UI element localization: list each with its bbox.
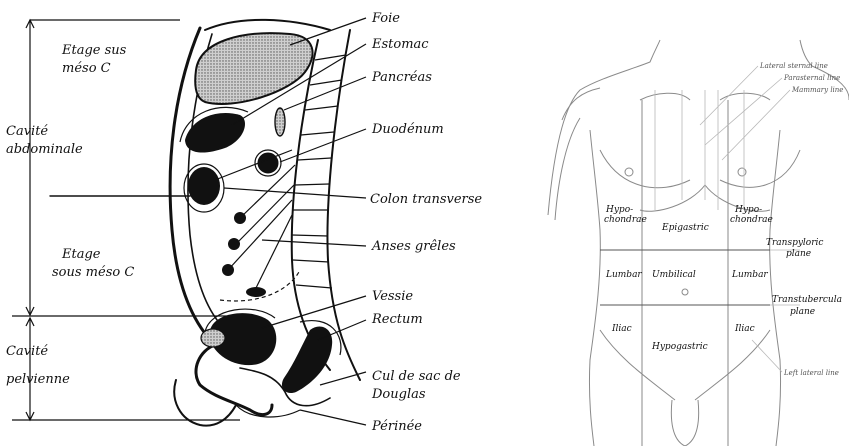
label-lumbar-left: Lumbar <box>605 270 642 280</box>
torso-left-side <box>589 130 600 446</box>
nipple-left <box>625 168 633 176</box>
abdominal-regions-drawing: Lateral sternal line Parasternal line Ma… <box>548 40 849 446</box>
label-hypochondrae-right-2: chondrae <box>730 215 773 225</box>
label-cavite-abdominale-2: abdominale <box>6 142 83 157</box>
transverse-colon <box>188 167 220 205</box>
label-cul-de-sac-2: Douglas <box>371 387 426 402</box>
diaphragm <box>205 20 330 30</box>
external-genitalia <box>174 380 236 426</box>
label-transpyloric-1: Transpyloric <box>766 238 823 248</box>
label-iliac-left: Iliac <box>611 324 632 334</box>
umbilicus <box>682 289 688 295</box>
label-pancreas: Pancréas <box>371 70 432 85</box>
pectoral-right <box>720 150 800 187</box>
label-lumbar-right: Lumbar <box>731 270 768 280</box>
label-etage-sus-1: Etage sus <box>61 43 127 58</box>
label-foie: Foie <box>371 11 400 26</box>
small-bowel-loop-3 <box>222 264 234 276</box>
label-cavite-pelvienne-2: pelvienne <box>6 372 70 387</box>
label-hypochondrae-left-1: Hypo- <box>605 205 633 215</box>
stomach <box>185 113 245 153</box>
label-transpyloric-2: plane <box>786 249 811 259</box>
label-etage-sous-1: Etage <box>61 247 101 262</box>
prostate <box>201 329 225 347</box>
label-cavite-pelvienne-1: Cavité <box>6 344 48 359</box>
label-left-lateral-line: Left lateral line <box>783 369 839 377</box>
nipple-right <box>738 168 746 176</box>
label-umbilical: Umbilical <box>652 270 696 280</box>
inguinal-right <box>695 330 770 400</box>
torso-right-side <box>770 130 781 446</box>
label-rectum: Rectum <box>371 312 423 327</box>
pancreas <box>275 108 285 136</box>
label-hypochondrae-left-2: chondrae <box>604 215 647 225</box>
label-hypogastric: Hypogastric <box>651 342 708 352</box>
label-cavite-abdominale-1: Cavité <box>6 124 48 139</box>
small-bowel-loop-1 <box>234 212 246 224</box>
left-arm-line <box>562 88 600 120</box>
label-duodenum: Duodénum <box>371 122 444 137</box>
label-colon-transverse: Colon transverse <box>370 192 482 207</box>
clavicle-left <box>640 93 690 100</box>
inguinal-left <box>600 330 675 400</box>
genital-outline <box>671 400 698 446</box>
torso-left-outline <box>548 40 660 215</box>
label-transtubercular-2: plane <box>790 307 815 317</box>
pectoral-left <box>600 150 690 188</box>
small-bowel-loop-2 <box>228 238 240 250</box>
label-estomac: Estomac <box>371 37 429 52</box>
label-perinee: Périnée <box>371 419 422 434</box>
label-etage-sous-2: sous méso C <box>52 265 134 280</box>
left-arm-outline <box>555 118 580 220</box>
label-vessie: Vessie <box>372 289 413 304</box>
label-cul-de-sac-1: Cul de sac de <box>372 369 461 384</box>
label-mammary-line: Mammary line <box>791 86 843 94</box>
label-lateral-sternal-line: Lateral sternal line <box>759 62 828 70</box>
label-epigastric: Epigastric <box>661 223 709 233</box>
label-hypochondrae-right-1: Hypo- <box>734 205 762 215</box>
sagittal-abdomen-drawing: Foie Estomac Pancréas Duodénum Colon tra… <box>6 11 482 434</box>
label-transtubercular-1: Transtubercula <box>772 295 842 305</box>
label-etage-sus-2: méso C <box>62 61 111 76</box>
small-bowel-loop-4 <box>246 287 266 297</box>
vertebrae <box>292 55 346 288</box>
label-parasternal-line: Parasternal line <box>783 74 840 82</box>
label-iliac-right: Iliac <box>734 324 755 334</box>
label-anses-greles: Anses grêles <box>371 239 456 254</box>
